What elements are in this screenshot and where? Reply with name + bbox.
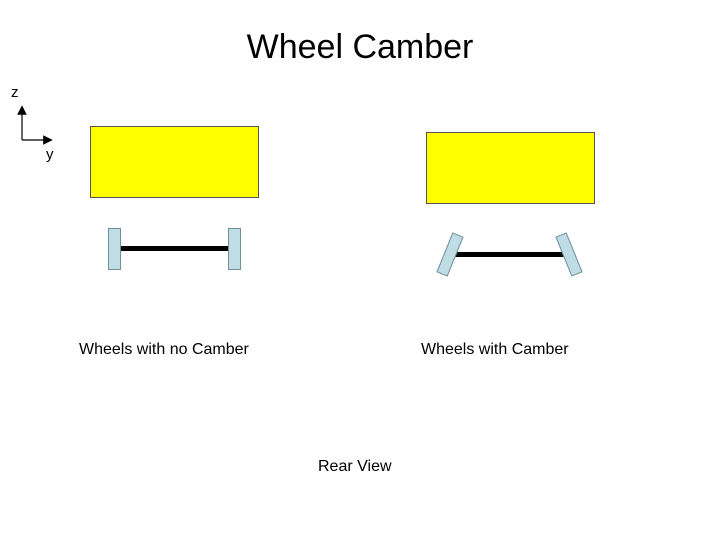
caption-camber: Wheels with Camber — [421, 341, 569, 358]
car-body-camber — [426, 132, 595, 204]
y-axis-label: y — [46, 146, 54, 163]
axle-no-camber — [121, 246, 228, 251]
axes-icon — [17, 105, 53, 145]
slide-title: Wheel Camber — [246, 28, 474, 66]
view-label: Rear View — [318, 458, 392, 475]
axle-camber — [455, 252, 565, 257]
z-axis-label: z — [11, 84, 19, 101]
wheel-right-no-camber — [228, 228, 241, 270]
car-body-no-camber — [90, 126, 259, 198]
wheel-left-no-camber — [108, 228, 121, 270]
caption-no-camber: Wheels with no Camber — [79, 341, 249, 358]
